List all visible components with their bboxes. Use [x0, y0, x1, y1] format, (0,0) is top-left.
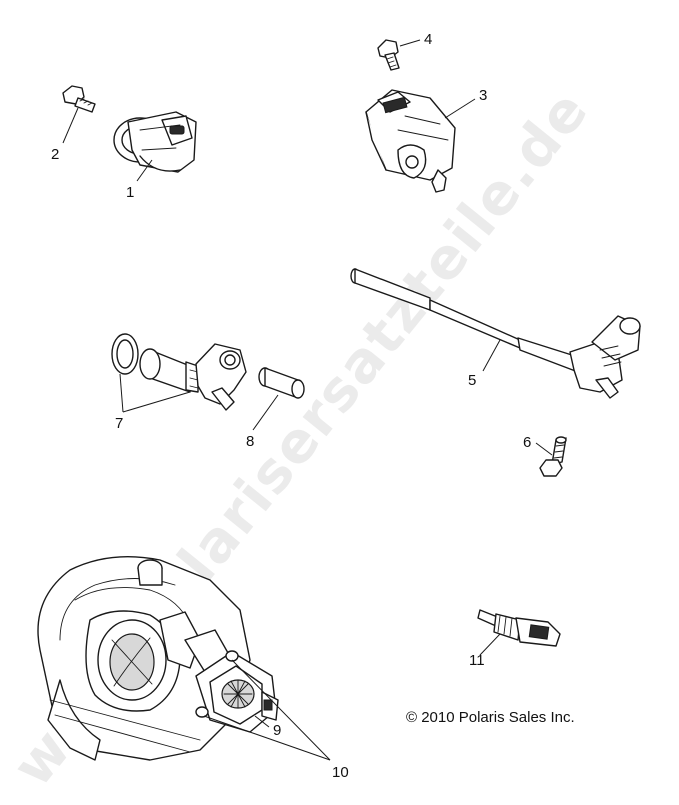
callout-7: 7 — [115, 415, 123, 432]
copyright-text: © 2010 Polaris Sales Inc. — [406, 709, 575, 726]
callout-3: 3 — [479, 87, 487, 104]
part-4-bolt — [377, 39, 400, 71]
part-2-bolt — [62, 85, 96, 113]
callout-numbers: 2 1 4 3 5 6 7 8 9 10 11 — [51, 31, 531, 781]
callout-2: 2 — [51, 146, 59, 163]
part-7-crank-sensor — [111, 333, 247, 411]
part-6-bolt — [539, 436, 567, 477]
callout-8: 8 — [246, 433, 254, 450]
part-11-temp-sensor — [477, 609, 561, 647]
callout-10: 10 — [332, 764, 349, 781]
leader-lines — [62, 39, 553, 761]
part-1-sensor — [113, 111, 197, 173]
part-10-screws — [195, 650, 239, 718]
part-5-speed-sensor — [350, 268, 641, 399]
part-9-tps-sensor — [195, 651, 279, 733]
callout-6: 6 — [523, 434, 531, 451]
callout-5: 5 — [468, 372, 476, 389]
callout-9: 9 — [273, 722, 281, 739]
part-8-sleeve — [258, 367, 305, 399]
callout-1: 1 — [126, 184, 134, 201]
callout-4: 4 — [424, 31, 432, 48]
callout-11: 11 — [469, 652, 485, 669]
part-3-map-sensor — [365, 89, 456, 193]
